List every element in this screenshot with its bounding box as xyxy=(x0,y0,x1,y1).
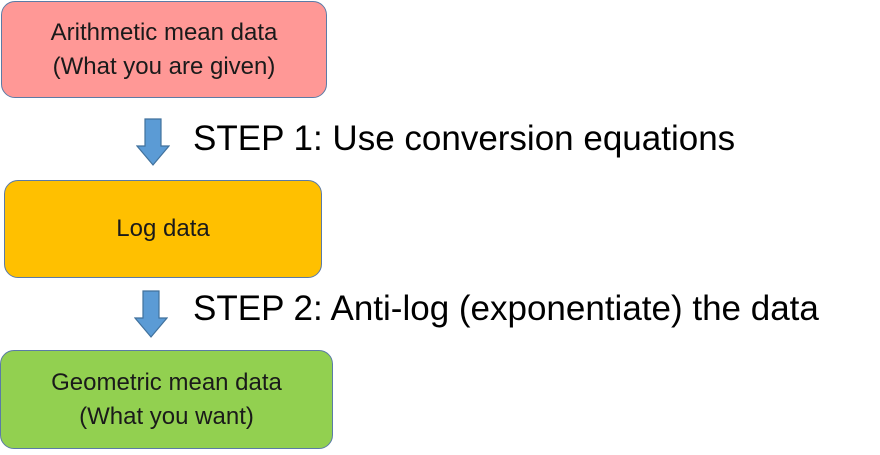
log-data-box: Log data xyxy=(4,180,322,278)
geometric-mean-box: Geometric mean data (What you want) xyxy=(0,350,333,449)
geometric-mean-subtitle: (What you want) xyxy=(79,402,254,430)
step-1-label: STEP 1: Use conversion equations xyxy=(193,119,736,158)
arithmetic-mean-title: Arithmetic mean data xyxy=(50,18,278,46)
step-2-label: STEP 2: Anti-log (exponentiate) the data xyxy=(193,289,819,328)
down-arrow-icon xyxy=(136,118,170,166)
geometric-mean-title: Geometric mean data xyxy=(51,368,282,396)
down-arrow-icon xyxy=(134,290,168,338)
arithmetic-mean-subtitle: (What you are given) xyxy=(52,52,276,80)
log-data-title: Log data xyxy=(116,215,210,242)
arithmetic-mean-box: Arithmetic mean data (What you are given… xyxy=(1,1,327,98)
